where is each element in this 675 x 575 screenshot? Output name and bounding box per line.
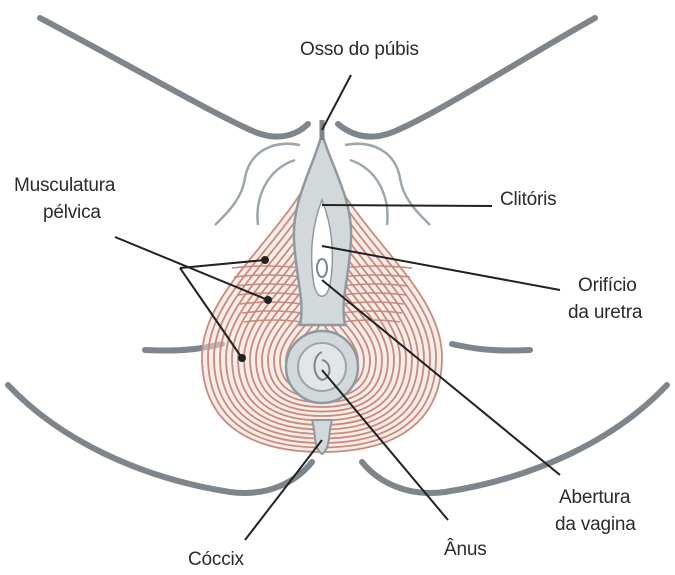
label-pelvic-muscles: Musculatura pélvica [14,172,115,226]
label-anus: Ânus [444,536,487,563]
label-coccyx: Cóccix [188,546,244,573]
left-thigh-upper-outline [40,18,308,137]
urethra-opening [317,259,327,277]
label-vagina: Abertura da vagina [555,484,636,538]
anus-mid [298,343,346,391]
leader-clitoris [322,205,492,206]
label-urethra: Orifício da uretra [568,272,642,326]
right-buttock-inner-outline [452,344,530,351]
label-clitoris: Clitóris [500,186,556,213]
label-pubic-bone: Osso do púbis [300,36,419,63]
